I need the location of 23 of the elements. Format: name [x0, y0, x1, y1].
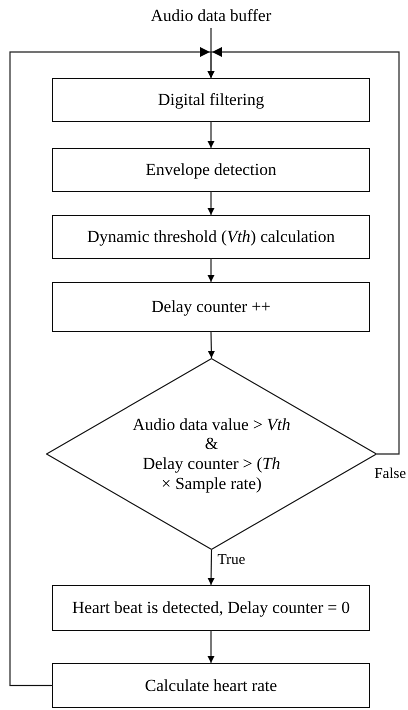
step-text: Envelope detection: [146, 160, 276, 180]
arrow: [208, 550, 215, 585]
step-text: Heart beat is detected, Delay counter = 0: [72, 598, 350, 618]
process-box: [52, 148, 370, 192]
process-box: [52, 663, 370, 708]
step-text: Delay counter ++: [151, 297, 271, 317]
step-text: Digital filtering: [158, 90, 264, 110]
step-text: Dynamic threshold (Vth) calculation: [87, 227, 335, 247]
condition-text: Audio data value > Vth: [132, 414, 290, 434]
arrow: [208, 631, 214, 663]
process-box: [52, 585, 370, 631]
arrow: [208, 332, 215, 358]
arrow: [208, 192, 214, 215]
arrow: [9, 47, 214, 686]
process-box: [52, 282, 370, 332]
condition-text: &: [204, 434, 218, 454]
process-box: [52, 215, 370, 259]
step-text: Calculate heart rate: [144, 676, 278, 696]
arrow: [208, 259, 214, 282]
input-label: Audio data buffer: [150, 6, 272, 26]
condition-text: Delay counter > (Th × Sample rate): [142, 454, 282, 494]
arrow: [208, 122, 214, 148]
process-box: [52, 78, 370, 122]
